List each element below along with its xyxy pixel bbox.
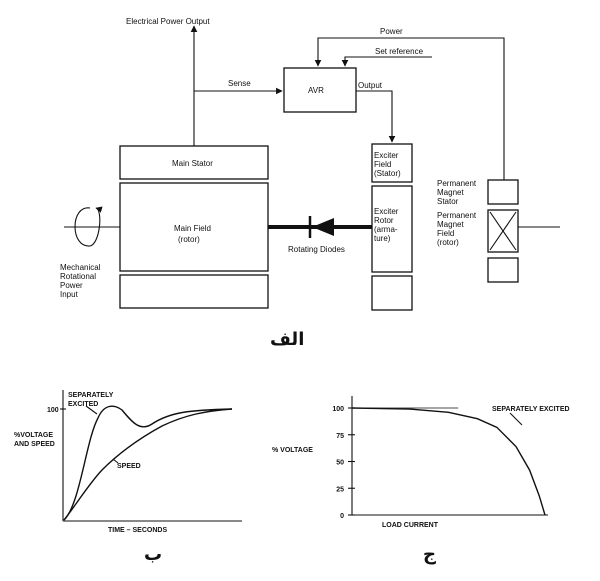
pm-stator-label-2: Magnet bbox=[437, 188, 464, 197]
avr-label: AVR bbox=[308, 86, 324, 95]
exciter-rotor-label-1: Exciter bbox=[374, 207, 399, 216]
rotating-diodes-label: Rotating Diodes bbox=[288, 245, 345, 254]
chart2-tick-label: 100 bbox=[332, 406, 344, 413]
exciter-rotor-box bbox=[371, 185, 413, 273]
mech-label-4: Input bbox=[60, 290, 79, 299]
exciter-field-box bbox=[371, 143, 413, 183]
chart1-leader-speed bbox=[112, 458, 119, 464]
avr-output-line bbox=[356, 90, 396, 143]
chart2-xlabel: LOAD CURRENT bbox=[382, 522, 439, 529]
chart2-ylabel: % VOLTAGE bbox=[272, 447, 313, 454]
pm-field-label-4: (rotor) bbox=[437, 238, 459, 247]
mech-label-2: Rotational bbox=[60, 272, 96, 281]
chart1-leader-separately bbox=[85, 405, 98, 415]
main-field-label-2: (rotor) bbox=[178, 235, 200, 244]
exciter-lower-box bbox=[371, 275, 413, 311]
chart2-tick-label: 0 bbox=[340, 513, 344, 520]
chart1-series-label-1a: SEPARATELY bbox=[68, 392, 114, 399]
pm-stator-label-3: Stator bbox=[437, 197, 459, 206]
chart1-ylabel-2: AND SPEED bbox=[14, 441, 55, 448]
set-reference-label: Set reference bbox=[375, 47, 424, 56]
chart-transient-response: 100 %VOLTAGE AND SPEED TIME – SECONDS SE… bbox=[14, 390, 242, 565]
chart1-tick-label-100: 100 bbox=[47, 407, 59, 414]
chart1-series-speed bbox=[63, 408, 233, 521]
pm-field-label-3: Field bbox=[437, 229, 454, 238]
chart1-ylabel-1: %VOLTAGE bbox=[14, 432, 53, 439]
chart2-caption: ج bbox=[423, 544, 436, 565]
pm-field-label-1: Permanent bbox=[437, 211, 477, 220]
excitation-system-diagram: Electrical Power Output Sense AVR Power … bbox=[60, 17, 560, 350]
exciter-rotor-label-2: Rotor bbox=[374, 216, 394, 225]
exciter-field-label-2: Field bbox=[374, 160, 391, 169]
rotation-arrow-icon bbox=[74, 206, 103, 247]
chart1-series-label-1b: EXCITED bbox=[68, 401, 98, 408]
power-feed-line bbox=[314, 37, 505, 180]
chart2-leader bbox=[509, 412, 523, 426]
chart2-tick-label: 25 bbox=[336, 486, 344, 493]
main-field-label-1: Main Field bbox=[174, 224, 211, 233]
mech-label-3: Power bbox=[60, 281, 83, 290]
main-field-box bbox=[119, 182, 269, 272]
pm-stator-label-1: Permanent bbox=[437, 179, 477, 188]
chart1-xlabel: TIME – SECONDS bbox=[108, 527, 167, 534]
set-reference-line bbox=[341, 56, 432, 67]
mech-label-1: Mechanical bbox=[60, 263, 101, 272]
main-stator-box bbox=[119, 145, 269, 180]
pm-stator-box bbox=[487, 179, 519, 205]
chart2-tick-label: 75 bbox=[336, 433, 344, 440]
diagram-caption: الف bbox=[270, 329, 304, 350]
main-stator-lower-box bbox=[119, 274, 269, 309]
main-stator-label: Main Stator bbox=[172, 159, 213, 168]
avr-box bbox=[283, 67, 357, 113]
chart1-series-separately-excited bbox=[63, 405, 233, 521]
chart1-caption: ب bbox=[144, 544, 162, 565]
pm-stator-lower-box bbox=[487, 257, 519, 283]
exciter-rotor-label-4: ture) bbox=[374, 234, 391, 243]
chart-load-regulation: 100 75 50 25 0 % VOLTAGE LOAD CURRENT SEPARA… bbox=[272, 396, 570, 565]
power-label: Power bbox=[380, 27, 403, 36]
diode-icon bbox=[312, 218, 334, 236]
chart2-ticks: 100 75 50 25 0 bbox=[332, 406, 459, 520]
chart2-series-separately-excited bbox=[351, 407, 546, 516]
exciter-field-label-1: Exciter bbox=[374, 151, 399, 160]
sense-label: Sense bbox=[228, 79, 251, 88]
chart1-series-label-2: SPEED bbox=[117, 463, 141, 470]
chart2-series-label: SEPARATELY EXCITED bbox=[492, 406, 570, 413]
pm-field-cross-2 bbox=[489, 211, 517, 251]
output-label: Output bbox=[358, 81, 383, 90]
electrical-power-output-label: Electrical Power Output bbox=[126, 17, 210, 26]
pm-field-label-2: Magnet bbox=[437, 220, 464, 229]
exciter-rotor-label-3: (arma- bbox=[374, 225, 398, 234]
chart2-tick-label: 50 bbox=[336, 460, 344, 467]
exciter-field-label-3: (Stator) bbox=[374, 169, 401, 178]
